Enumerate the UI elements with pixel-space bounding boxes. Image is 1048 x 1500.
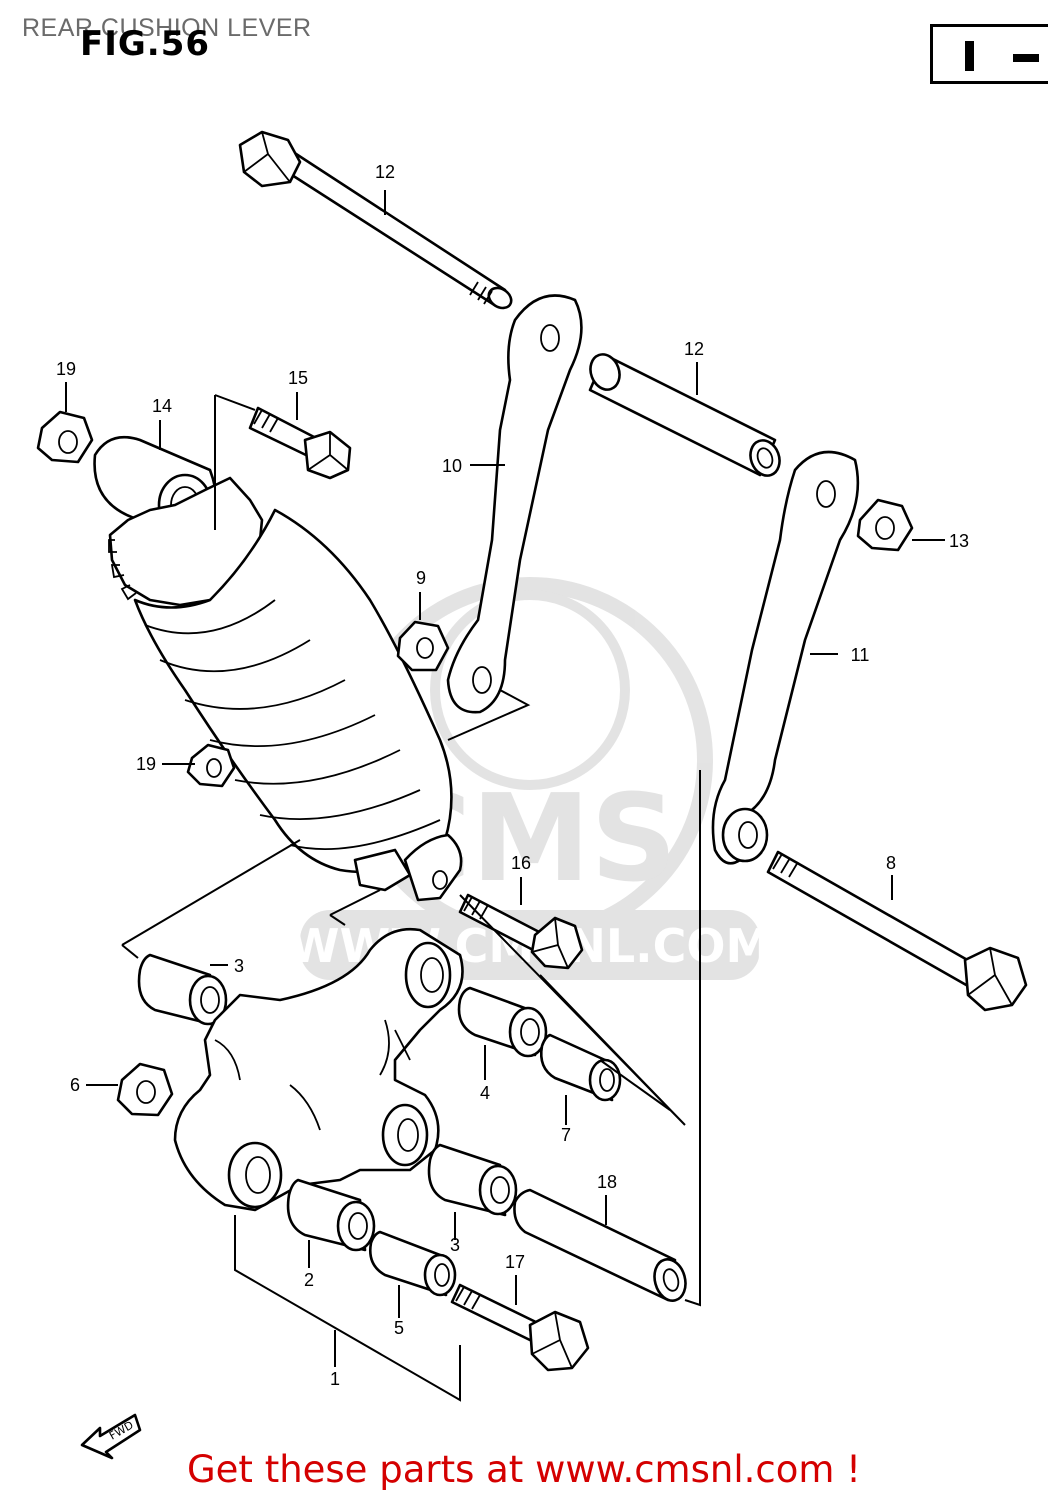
label-part-16: 14 xyxy=(152,396,172,416)
part-7-nut xyxy=(116,1062,174,1117)
label-part-3-lower: 3 xyxy=(450,1235,460,1255)
part-14-bolt xyxy=(238,130,513,310)
part-13-spacer xyxy=(588,353,781,477)
label-part-12-left: 10 xyxy=(442,456,462,476)
label-part-14: 12 xyxy=(375,162,395,182)
label-part-7: 6 xyxy=(70,1075,80,1095)
corner-index-box xyxy=(930,24,1048,84)
part-18-bolt xyxy=(458,893,584,970)
assembly-lines xyxy=(121,394,701,1402)
part-8-spacer xyxy=(513,1188,687,1302)
part-1-cushion-lever xyxy=(173,927,464,1212)
part-4-spacer xyxy=(457,986,548,1058)
part-3-spacer-lower xyxy=(427,1143,518,1217)
figure-label: FIG.56 xyxy=(80,24,211,64)
label-part-15: 13 xyxy=(949,531,969,551)
part-2-spacer xyxy=(286,1178,376,1252)
part-15-nut xyxy=(856,498,914,552)
part-6-bolt xyxy=(450,1283,590,1372)
label-part-5: 5 xyxy=(394,1318,404,1338)
footer-cta[interactable]: Get these parts at www.cmsnl.com ! xyxy=(186,1448,861,1491)
label-part-19-top: 19 xyxy=(56,359,76,379)
label-part-13: 12 xyxy=(684,339,704,359)
label-part-12-right: 11 xyxy=(851,645,870,665)
page-title: REAR CUSHION LEVER xyxy=(22,14,312,42)
part-19-nut-top xyxy=(36,410,94,464)
part-12-cushion-rod-right xyxy=(711,450,860,865)
corner-box-mark-1 xyxy=(965,41,974,71)
part-17-bolt xyxy=(248,406,352,480)
label-part-19-mid: 19 xyxy=(136,754,156,774)
label-part-8: 18 xyxy=(597,1172,617,1192)
part-9-bolt xyxy=(766,850,1028,1012)
corner-box-mark-2 xyxy=(1013,54,1039,62)
part-3-spacer-top xyxy=(137,953,228,1027)
label-part-11: 7 xyxy=(561,1125,571,1145)
label-part-6: 17 xyxy=(505,1252,525,1272)
part-10-nut xyxy=(396,620,450,672)
label-part-9: 8 xyxy=(886,853,896,873)
part-16-shock-absorber xyxy=(93,435,463,902)
label-part-3-top: 3 xyxy=(234,956,244,976)
label-part-1: 1 xyxy=(330,1369,340,1389)
part-19-nut-mid xyxy=(186,743,236,788)
part-12-cushion-rod-left xyxy=(446,294,583,714)
label-part-2: 2 xyxy=(304,1270,314,1290)
leader-lines xyxy=(65,190,945,1367)
label-part-17: 15 xyxy=(288,368,308,388)
label-part-4: 4 xyxy=(480,1083,490,1103)
label-part-10: 9 xyxy=(416,568,426,588)
part-labels: 12 19 14 15 12 10 13 9 11 19 8 16 3 6 4 … xyxy=(56,162,969,1389)
part-5-spacer xyxy=(369,1230,457,1297)
label-part-18: 16 xyxy=(511,853,531,873)
